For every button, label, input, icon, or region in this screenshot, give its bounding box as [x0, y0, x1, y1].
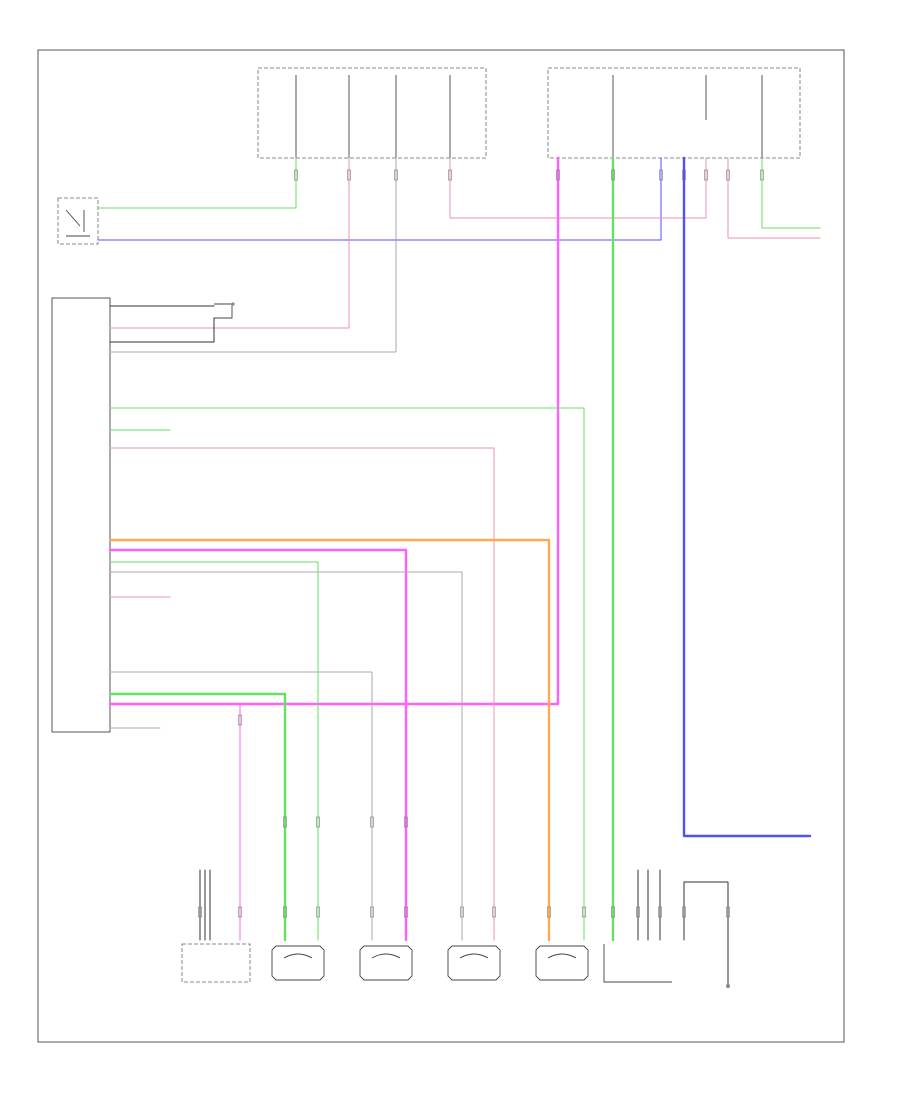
- connector-marker: [682, 906, 686, 918]
- ground-point: [726, 984, 730, 988]
- connector-marker: [316, 816, 320, 828]
- connector-markers: [198, 169, 764, 918]
- connector-marker: [404, 816, 408, 828]
- connector-marker: [460, 906, 464, 918]
- connector-marker: [238, 714, 242, 726]
- connector-marker: [611, 906, 615, 918]
- connector-marker: [547, 906, 551, 918]
- connector-marker: [726, 169, 730, 181]
- sensor-3: [447, 945, 501, 981]
- relay-small: [214, 302, 235, 319]
- connector-marker: [636, 906, 640, 918]
- wires: [97, 156, 821, 986]
- connector-marker: [760, 169, 764, 181]
- control-unit: [51, 297, 111, 733]
- connector-marker: [704, 169, 708, 181]
- diagram-frame: [37, 49, 845, 1043]
- connector-marker: [294, 169, 298, 181]
- connector-marker: [283, 906, 287, 918]
- connector-marker: [682, 169, 686, 181]
- fuse-block-left: [257, 67, 487, 159]
- connector-marker: [726, 906, 730, 918]
- sensor-4: [535, 945, 589, 981]
- connector-marker: [659, 169, 663, 181]
- module-left: [181, 943, 251, 983]
- connector-marker: [448, 169, 452, 181]
- bottom-components: [181, 943, 730, 988]
- connector-marker: [611, 169, 615, 181]
- sensor-1: [271, 945, 325, 981]
- module-right: [603, 944, 672, 983]
- connector-marker: [556, 169, 560, 181]
- connector-marker: [198, 906, 202, 918]
- connector-marker: [238, 906, 242, 918]
- sensor-2: [359, 945, 413, 981]
- connector-marker: [283, 816, 287, 828]
- connector-marker: [370, 816, 374, 828]
- connector-marker: [404, 906, 408, 918]
- connector-marker: [347, 169, 351, 181]
- connector-marker: [492, 906, 496, 918]
- left-switch: [57, 197, 99, 245]
- connector-marker: [316, 906, 320, 918]
- connector-marker: [582, 906, 586, 918]
- fuse-block-right: [547, 67, 801, 159]
- connector-marker: [658, 906, 662, 918]
- connector-marker: [370, 906, 374, 918]
- connector-marker: [394, 169, 398, 181]
